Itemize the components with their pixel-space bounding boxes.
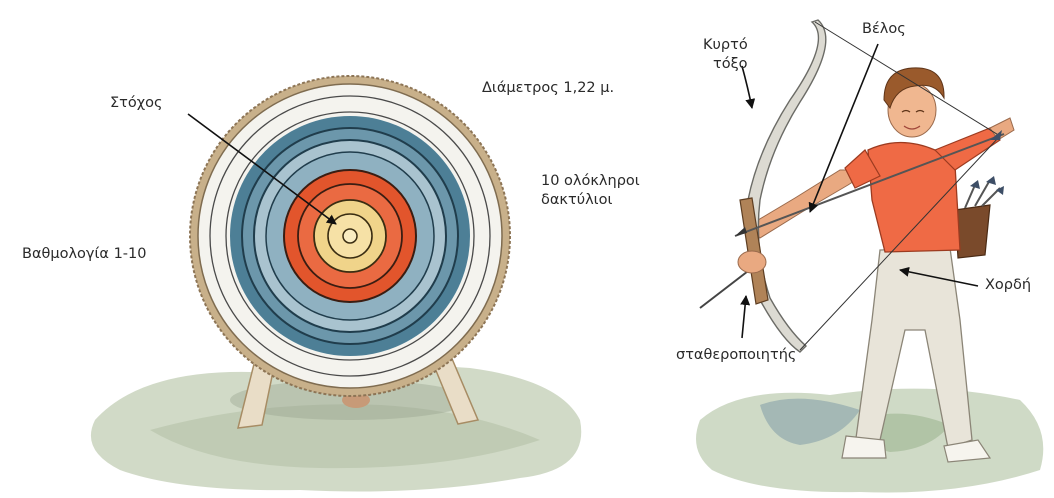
label-recurve-bow-line1: Κυρτό bbox=[703, 36, 748, 55]
target-scene bbox=[91, 76, 581, 492]
label-recurve-bow-line2: τόξο bbox=[713, 55, 748, 74]
label-arrow: Βέλος bbox=[862, 20, 906, 39]
label-rings-line1: 10 ολόκληροι bbox=[541, 172, 640, 191]
leader-stabilizer bbox=[742, 296, 746, 338]
label-diameter: Διάμετρος 1,22 μ. bbox=[482, 79, 614, 98]
label-rings-line2: δακτύλιοι bbox=[541, 191, 612, 210]
bullseye bbox=[343, 229, 357, 243]
label-target: Στόχος bbox=[110, 94, 163, 113]
stabilizer-rod bbox=[700, 268, 752, 308]
label-stabilizer: σταθεροποιητής bbox=[676, 346, 796, 365]
label-scoring: Βαθμολογία 1-10 bbox=[22, 245, 147, 264]
label-string: Χορδή bbox=[985, 276, 1031, 295]
